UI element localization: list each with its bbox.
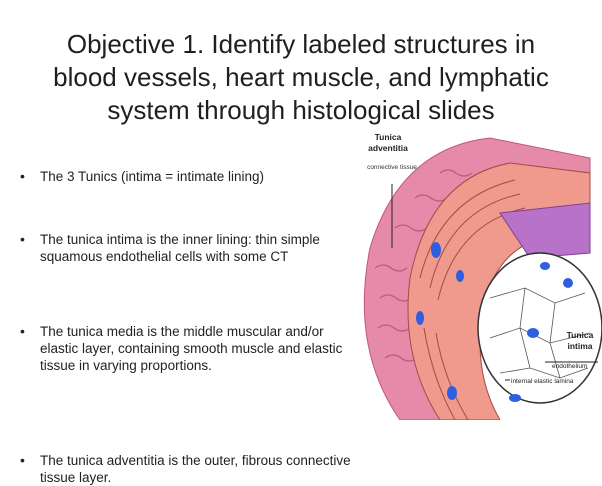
adventitia-label-line-1: Tunica xyxy=(375,132,402,142)
title-line-3: system through histological slides xyxy=(107,95,495,125)
vessel-lumen xyxy=(477,252,602,404)
adventitia-sublabel: connective tissue xyxy=(367,164,417,171)
slide-title: Objective 1. Identify labeled structures… xyxy=(20,28,582,127)
blood-vessel-illustration: Tunica adventitia connective tissue Tuni… xyxy=(363,132,602,420)
bullet-item: The tunica intima is the inner lining: t… xyxy=(18,231,358,265)
adventitia-fibers xyxy=(374,169,473,362)
bullet-item: The tunica adventitia is the outer, fibr… xyxy=(18,452,358,486)
bullet-item: The tunica media is the middle muscular … xyxy=(18,323,358,374)
title-line-1: Objective 1. Identify labeled structures… xyxy=(66,29,536,59)
cell-nuclei xyxy=(416,242,573,402)
intima-label-line-1: Tunica xyxy=(567,330,594,340)
endothelium-label: endothelium xyxy=(552,363,587,370)
bullet-item: The 3 Tunics (intima = intimate lining) xyxy=(18,168,358,185)
internal-elastic-lamina-label: internal elastic lamina xyxy=(511,378,574,385)
bullet-list: The 3 Tunics (intima = intimate lining) … xyxy=(18,160,358,485)
intima-label-line-2: intima xyxy=(567,341,592,351)
internal-elastic-lamina-layer xyxy=(499,202,591,259)
adventitia-label-line-2: adventitia xyxy=(368,143,408,153)
title-line-2: blood vessels, heart muscle, and lymphat… xyxy=(53,62,549,92)
